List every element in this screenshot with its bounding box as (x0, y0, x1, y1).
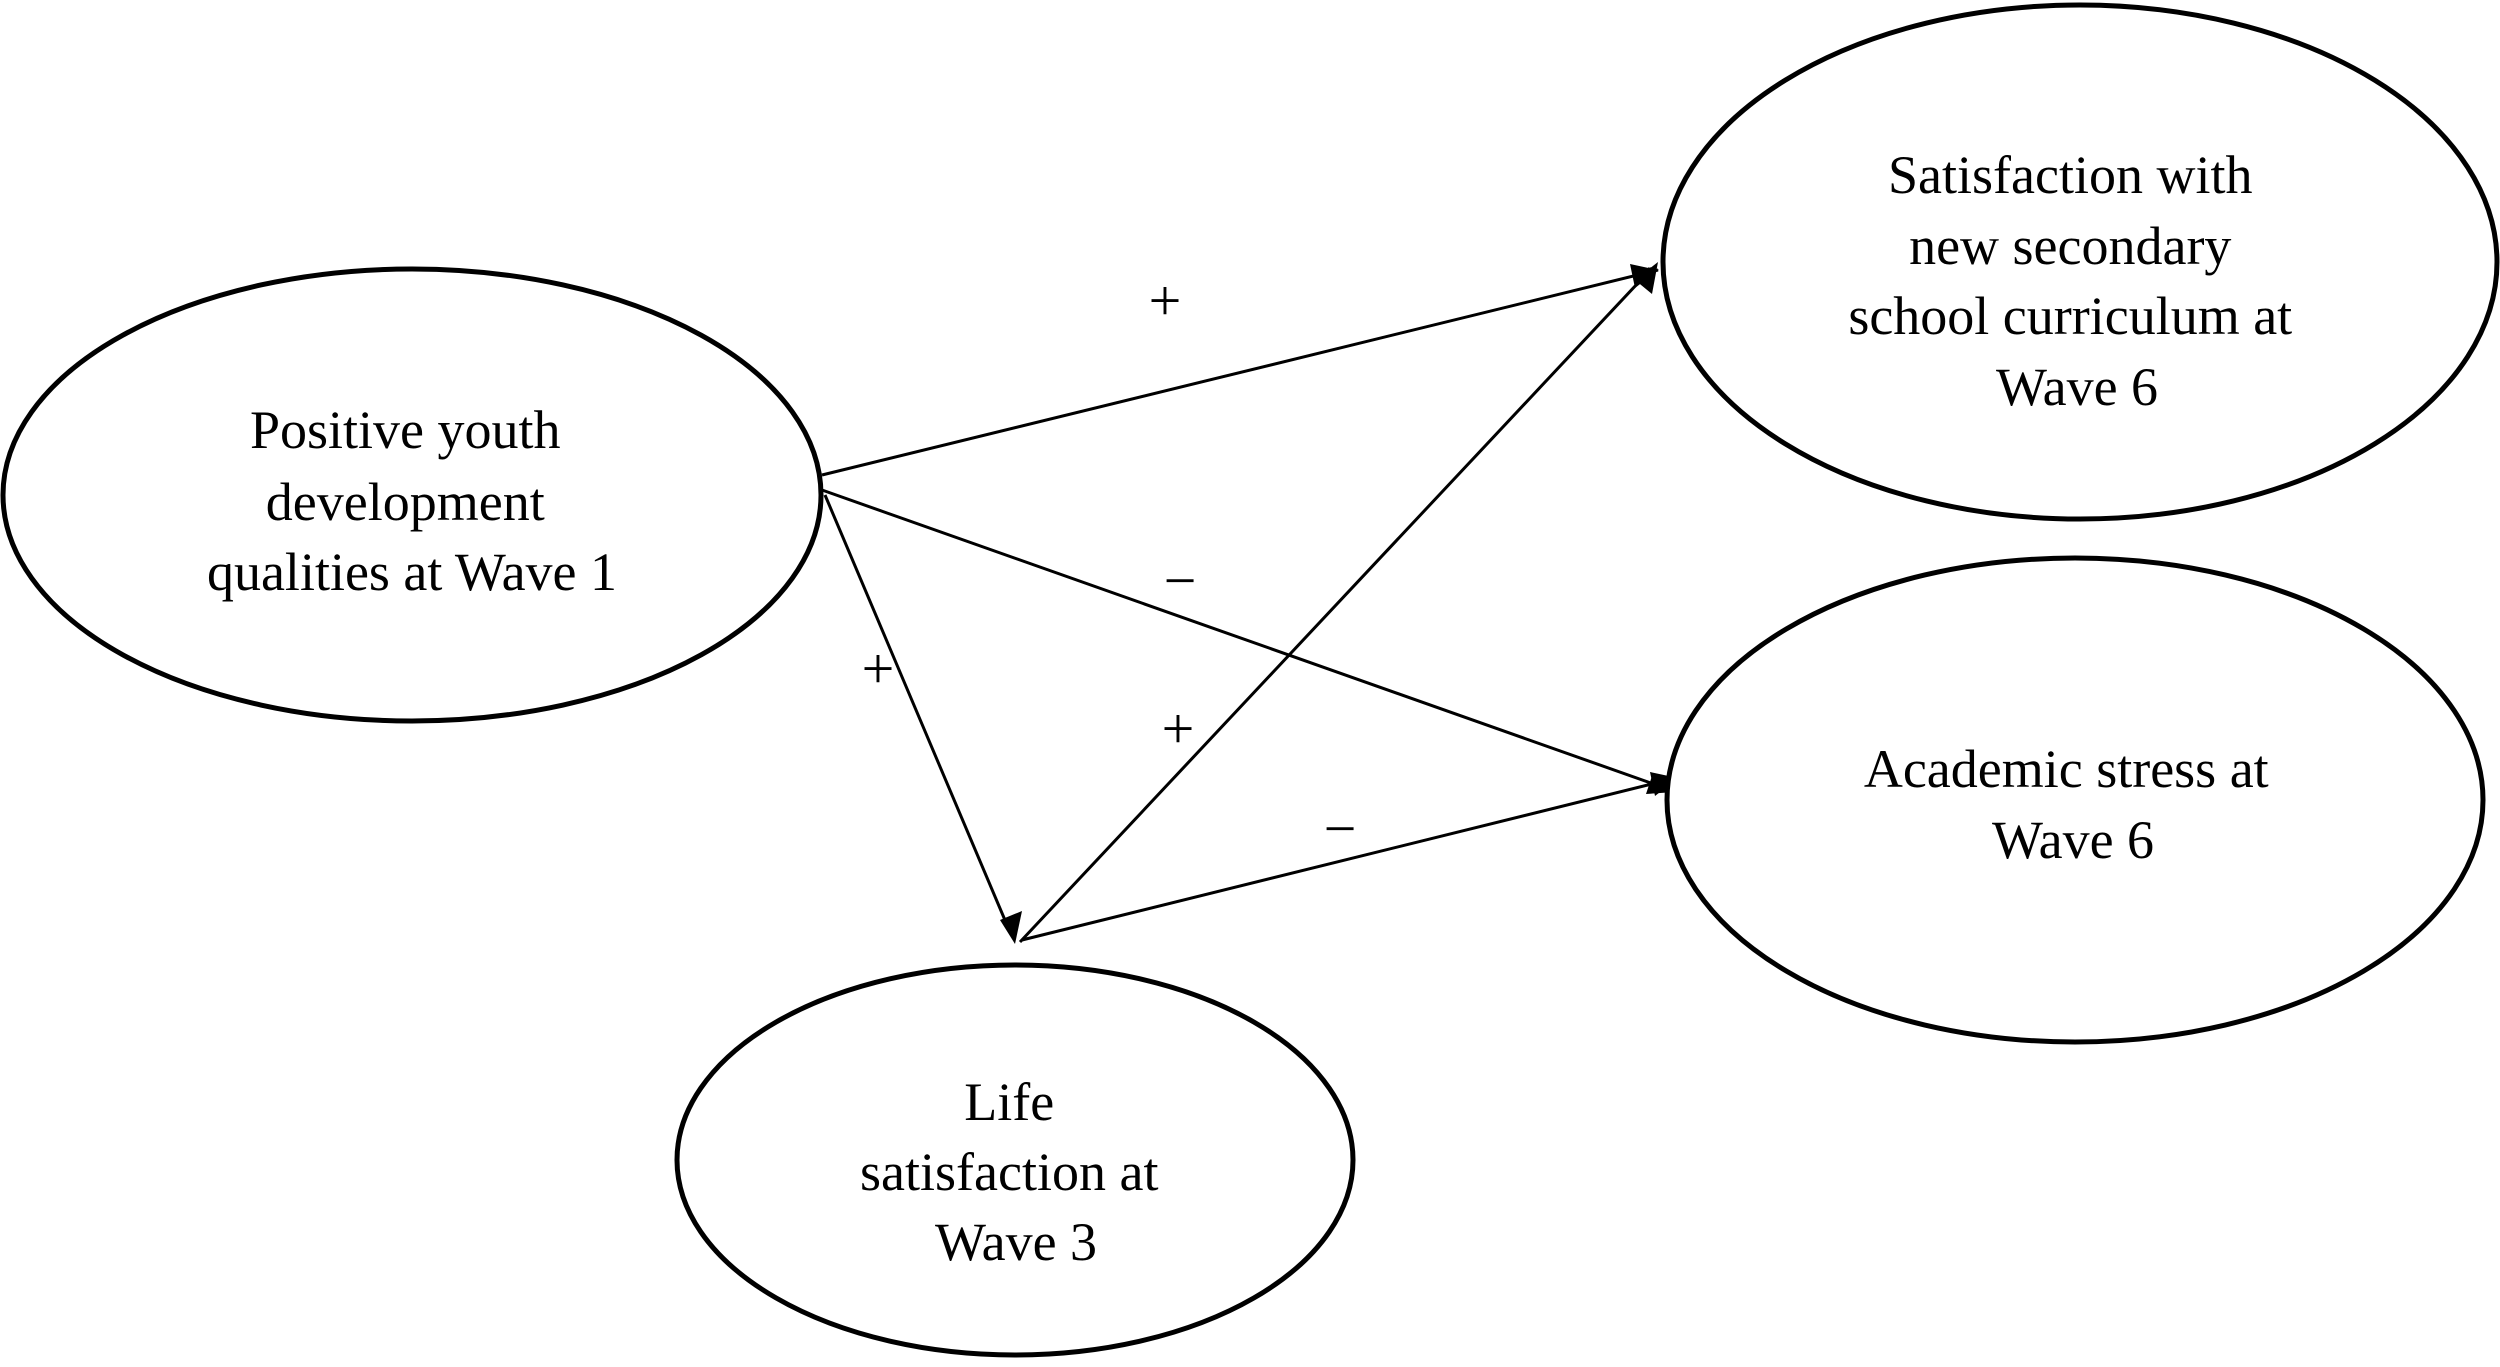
sign-pyd-to-satisfaction: + (1149, 268, 1182, 333)
sign-pyd-to-life: + (862, 636, 895, 701)
sign-life-to-stress: − (1324, 796, 1357, 861)
edge-life-to-satisfaction (1018, 266, 1654, 944)
edge-signs: + − + + − (862, 268, 1357, 861)
node-satisfaction-line: new secondary (1909, 216, 2231, 276)
node-satisfaction-line: Wave 6 (1996, 357, 2158, 417)
node-stress-label: Academic stress at Wave 6 (1864, 739, 2282, 870)
node-satisfaction-line: Satisfaction with (1888, 145, 2252, 205)
node-life: Life satisfaction at Wave 3 (674, 962, 1356, 1358)
edge-pyd-to-satisfaction (821, 267, 1659, 477)
node-pyd-line: qualities at Wave 1 (207, 542, 617, 602)
arrowhead-life-from-pyd (1000, 911, 1022, 944)
node-stress-ellipse (1664, 555, 2486, 1045)
node-satisfaction-ellipse (1660, 2, 2500, 522)
node-stress-line: Academic stress at (1864, 739, 2269, 799)
node-pyd-line: development (266, 472, 545, 532)
arrowhead-satisfaction-from-life (1635, 262, 1658, 294)
node-stress-line: Wave 6 (1992, 810, 2154, 870)
node-stress: Academic stress at Wave 6 (1664, 555, 2486, 1045)
node-life-label: Life satisfaction at Wave 3 (860, 1072, 1172, 1272)
node-life-ellipse (674, 962, 1356, 1358)
node-satisfaction-label: Satisfaction with new secondary school c… (1848, 145, 2305, 417)
edge-pyd-to-stress (821, 488, 1666, 790)
node-life-line: Wave 3 (935, 1212, 1097, 1272)
node-satisfaction: Satisfaction with new secondary school c… (1660, 2, 2500, 522)
node-satisfaction-line: school curriculum at (1848, 286, 2292, 346)
node-pyd-label: Positive youth development qualities at … (207, 400, 617, 602)
sign-pyd-to-stress: − (1164, 548, 1197, 613)
edge-pyd-to-life (823, 494, 1012, 933)
edge-life-to-stress (1021, 778, 1669, 942)
node-pyd: Positive youth development qualities at … (0, 266, 824, 724)
node-life-line: satisfaction at (860, 1142, 1158, 1202)
edges (821, 266, 1669, 944)
node-pyd-ellipse (0, 266, 824, 724)
node-life-line: Life (964, 1072, 1054, 1132)
sign-life-to-satisfaction: + (1162, 696, 1195, 761)
node-pyd-line: Positive youth (250, 400, 561, 460)
